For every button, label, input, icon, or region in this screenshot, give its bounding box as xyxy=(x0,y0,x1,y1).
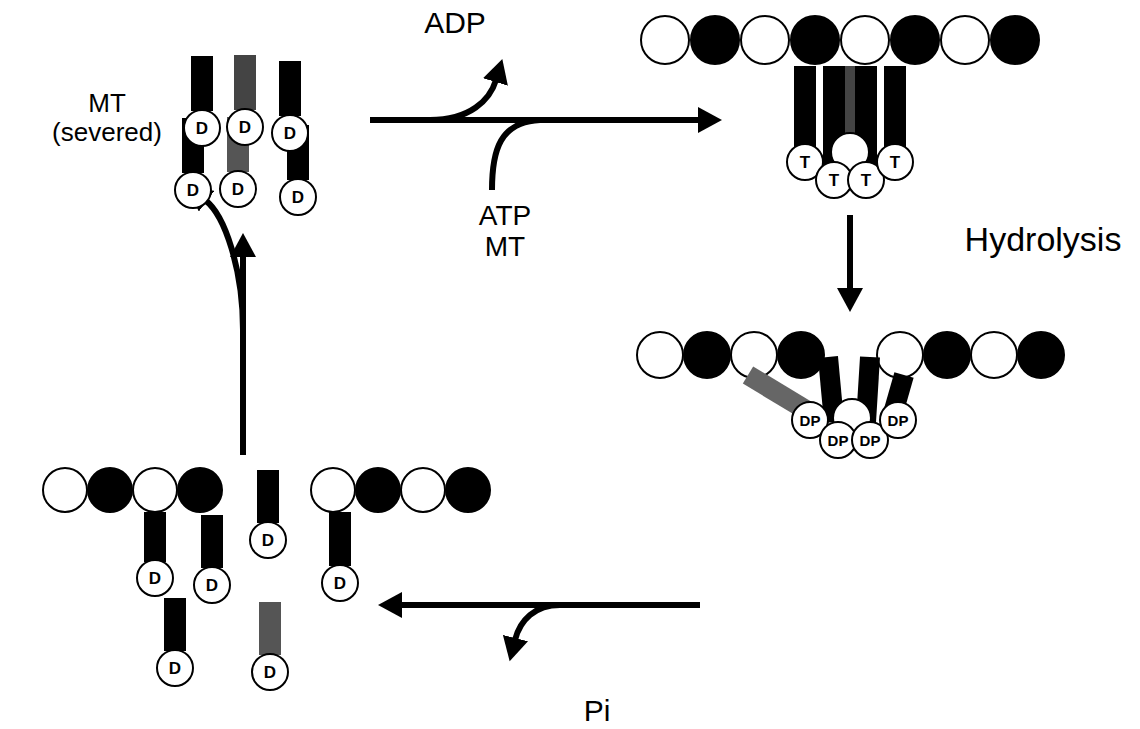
nucleotide-label: D xyxy=(264,664,276,681)
atp-entry-line xyxy=(492,120,540,190)
nucleotide-label: D xyxy=(334,575,346,592)
nucleotide-label: D xyxy=(262,532,274,549)
nucleotide-label: DP xyxy=(860,433,881,448)
stalks xyxy=(144,470,351,655)
nucleotide-label: D xyxy=(284,125,296,142)
nucleotide-label: D xyxy=(292,189,304,206)
nucleotide-label: T xyxy=(861,172,871,189)
nucleotide-label: D xyxy=(206,577,218,594)
microtubule xyxy=(641,16,1039,64)
hydrolysis-arrow xyxy=(847,215,853,290)
nucleotide-label: T xyxy=(800,154,810,171)
nucleotide-head: D xyxy=(271,114,309,152)
nucleotide-head: D xyxy=(279,178,317,216)
nucleotide-label: D xyxy=(232,181,244,198)
nucleotide-head: DP xyxy=(879,401,917,439)
nucleotide-head: D xyxy=(174,171,212,209)
adp-release-arrow xyxy=(430,80,496,120)
step-label: MT (severed) xyxy=(43,89,171,146)
step-label: Hydrolysis xyxy=(965,221,1122,258)
nucleotide-label: D xyxy=(169,660,181,677)
nucleotide-head: D xyxy=(193,566,231,604)
stalks xyxy=(182,55,309,180)
nucleotide-label: D xyxy=(187,182,199,199)
nucleotide-head: D xyxy=(321,564,359,602)
severed-release-arrow xyxy=(205,200,243,330)
nucleotide-label: D xyxy=(239,119,251,136)
nucleotide-label: T xyxy=(890,154,900,171)
nucleotide-label: D xyxy=(149,570,161,587)
nucleotide-head: D xyxy=(219,170,257,208)
nucleotide-head: D xyxy=(251,653,289,691)
nucleotide-label: DP xyxy=(888,413,909,428)
step-label: ATP MT xyxy=(467,201,543,263)
nucleotide-label: T xyxy=(829,172,839,189)
step-label: ADP xyxy=(424,6,486,39)
nucleotide-label: D xyxy=(196,120,208,137)
pi-release-arrow xyxy=(515,605,560,640)
nucleotide-label: DP xyxy=(800,413,821,428)
nucleotide-head: D xyxy=(156,649,194,687)
nucleotide-label: DP xyxy=(828,433,849,448)
microtubule xyxy=(637,332,1064,378)
cycle-arrows xyxy=(205,80,850,640)
step-label: Pi xyxy=(584,694,611,727)
nucleotide-head: D xyxy=(136,559,174,597)
nucleotide-head: D xyxy=(249,521,287,559)
nucleotide-head: T xyxy=(876,143,914,181)
nucleotide-head: D xyxy=(183,109,221,147)
nucleotide-head: D xyxy=(226,108,264,146)
